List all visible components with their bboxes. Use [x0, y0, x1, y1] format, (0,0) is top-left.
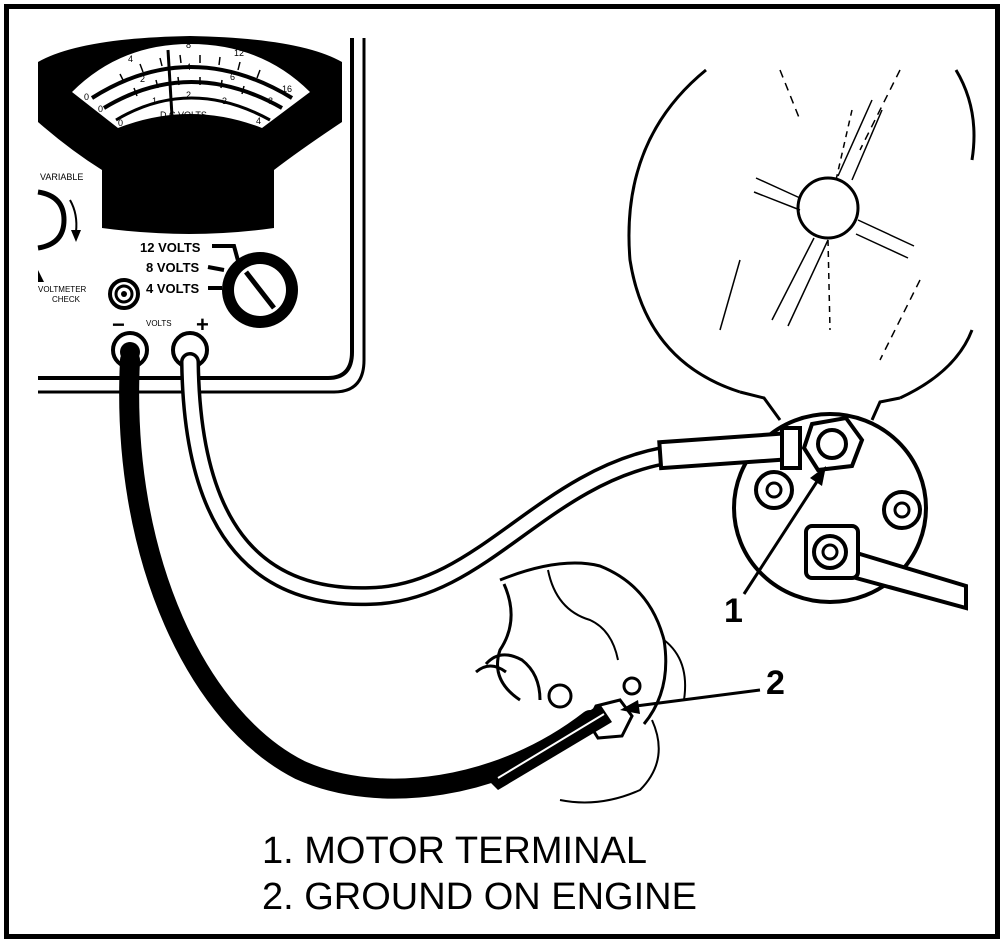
dc-volts-label: D C VOLTS	[160, 110, 207, 120]
volts-jack-label: VOLTS	[146, 319, 172, 328]
variable-label: VARIABLE	[40, 172, 83, 182]
figure-frame	[4, 4, 1000, 939]
inner-tick-3: 3	[222, 96, 227, 106]
inner-tick-0: 0	[118, 118, 123, 128]
bolt-right	[882, 490, 922, 530]
meter-needle	[166, 49, 174, 117]
outer-tick-4: 4	[128, 54, 133, 64]
inner-tick-4: 4	[256, 116, 261, 126]
range-4-volts-label: 4 VOLTS	[146, 281, 200, 296]
starter-motor	[627, 68, 976, 611]
bolt-left	[754, 470, 794, 510]
middle-tick-4: 4	[186, 62, 191, 72]
minus-sign: −	[112, 312, 125, 337]
dial-window	[72, 44, 310, 128]
variable-knob[interactable]	[37, 189, 67, 251]
voltmeter: 0 4 8 12 16 0 2 4 6 8 0 1 2 3 4 D C VOLT…	[37, 36, 366, 394]
positive-test-lead	[180, 352, 790, 607]
negative-lead-clip	[486, 704, 612, 790]
motor-terminal	[801, 415, 865, 473]
range-selector-knob[interactable]	[222, 252, 298, 328]
inner-tick-2: 2	[186, 90, 191, 100]
variable-arrow-icon	[69, 199, 78, 233]
battery-cable-terminal	[804, 524, 968, 611]
outer-tick-0: 0	[84, 92, 89, 102]
outer-tick-8: 8	[186, 40, 191, 50]
range-12-volts-label: 12 VOLTS	[140, 240, 201, 255]
legend-line-1: 1. MOTOR TERMINAL	[262, 830, 647, 872]
outer-tick-16: 16	[282, 84, 292, 94]
plus-sign: +	[196, 312, 209, 337]
positive-lead-clip	[657, 426, 802, 471]
middle-tick-6: 6	[230, 72, 235, 82]
middle-tick-8: 8	[268, 96, 273, 106]
callout-1: 1	[724, 466, 826, 630]
callout-2-number: 2	[766, 664, 785, 702]
motor-hub	[796, 176, 860, 240]
voltmeter-check-jack[interactable]	[108, 278, 140, 310]
voltmeter-check-label-1: VOLTMETER	[38, 285, 87, 294]
callout-1-number: 1	[724, 592, 743, 630]
negative-test-lead	[119, 350, 600, 799]
range-8-volts-label: 8 VOLTS	[146, 260, 200, 275]
middle-tick-2: 2	[140, 74, 145, 84]
voltmeter-check-label-2: CHECK	[52, 295, 81, 304]
legend-line-2: 2. GROUND ON ENGINE	[262, 876, 697, 918]
inner-tick-1: 1	[152, 96, 157, 106]
outer-tick-12: 12	[234, 48, 244, 58]
middle-tick-0: 0	[98, 104, 103, 114]
callout-2: 2	[620, 664, 785, 714]
